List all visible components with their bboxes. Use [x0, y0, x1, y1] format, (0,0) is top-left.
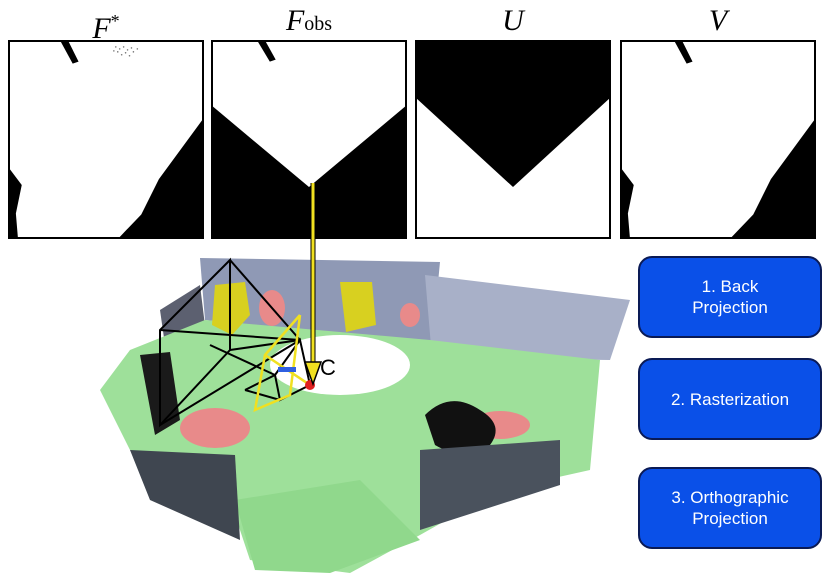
- mask-f-star: [10, 42, 202, 237]
- panel-v: [620, 40, 816, 239]
- mask-u: [417, 42, 609, 237]
- camera-center-dot: [305, 380, 315, 390]
- scene-point-cloud: [100, 257, 630, 573]
- panel-title-f-obs: Fobs: [285, 4, 333, 37]
- floor: [100, 320, 600, 573]
- black-object: [425, 401, 496, 453]
- floor-front: [235, 480, 420, 573]
- camera-frustum: [159, 257, 312, 428]
- front-wall-right: [420, 440, 560, 530]
- panel-title-v: V: [708, 4, 728, 37]
- mask-f-obs: [213, 42, 405, 237]
- front-wall-left: [130, 450, 240, 540]
- panel-title-f-star: F*: [92, 11, 120, 45]
- step-orthographic-projection[interactable]: 3. Orthographic Projection: [638, 467, 822, 549]
- chair-right: [340, 282, 376, 332]
- blue-marker: [278, 367, 296, 372]
- panel-title-u: U: [502, 4, 524, 37]
- step-rasterization[interactable]: 2. Rasterization: [638, 358, 822, 440]
- panel-u: [415, 40, 611, 239]
- pink-object-front: [180, 408, 250, 448]
- right-wall: [425, 275, 630, 360]
- panel-f-obs: [211, 40, 407, 239]
- panel-f-star: [8, 40, 204, 239]
- mask-v: [622, 42, 814, 237]
- step-back-projection[interactable]: 1. Back Projection: [638, 256, 822, 338]
- pink-bin: [400, 303, 420, 327]
- camera-label: C: [320, 355, 336, 380]
- back-wall: [200, 258, 440, 345]
